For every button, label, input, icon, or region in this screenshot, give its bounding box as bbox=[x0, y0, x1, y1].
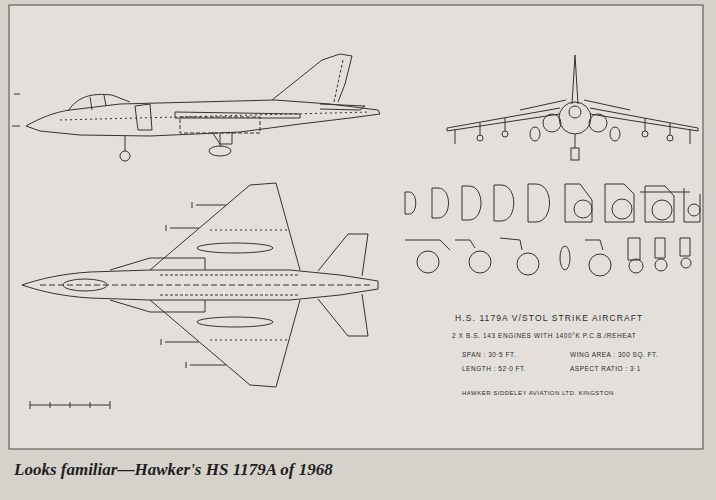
wing-front bbox=[590, 108, 698, 131]
wing-side bbox=[175, 112, 300, 118]
front-view bbox=[447, 55, 698, 160]
section-outline bbox=[640, 186, 690, 222]
main-gear-leg bbox=[220, 134, 221, 147]
dimension-value: SPAN : 30·5 FT. bbox=[462, 351, 516, 358]
section-outline bbox=[628, 238, 640, 260]
side-view bbox=[12, 54, 380, 161]
store-front bbox=[477, 135, 483, 141]
dimension-value: LENGTH : 52·0 FT. bbox=[462, 365, 526, 372]
scale-ticks bbox=[30, 401, 110, 409]
engine-section bbox=[612, 199, 632, 219]
canopy-front bbox=[569, 106, 581, 118]
fin-front bbox=[572, 55, 578, 104]
fin bbox=[272, 54, 352, 102]
wing-structure bbox=[210, 230, 290, 340]
cross-sections bbox=[405, 238, 691, 276]
section-outline bbox=[500, 238, 522, 250]
wing-lower bbox=[150, 300, 300, 387]
section-outline bbox=[462, 186, 481, 220]
tailplane-side bbox=[320, 104, 365, 110]
nozzle bbox=[212, 132, 232, 144]
engine-outline bbox=[160, 275, 300, 295]
engine-section bbox=[688, 204, 700, 216]
section-outline bbox=[455, 240, 475, 248]
company-name: HAWKER SIDDELEY AVIATION LTD. KINGSTON bbox=[462, 390, 614, 397]
wheel-front bbox=[571, 148, 579, 160]
drop-tank bbox=[197, 317, 273, 327]
engine-section bbox=[517, 253, 539, 275]
canopy-frame bbox=[90, 95, 106, 110]
engine-section bbox=[589, 254, 611, 276]
dimension-value: WING AREA : 300 SQ. FT. bbox=[570, 351, 658, 358]
section-outline bbox=[560, 246, 570, 270]
section-outline bbox=[565, 184, 592, 222]
intake bbox=[135, 104, 152, 130]
scale-bar bbox=[30, 401, 110, 409]
intake-front bbox=[589, 114, 607, 132]
section-outline bbox=[432, 188, 449, 218]
section-outline bbox=[684, 188, 700, 222]
nose-wheel bbox=[120, 151, 130, 161]
dimension-value: ASPECT RATIO : 3·1 bbox=[570, 365, 641, 372]
section-outline bbox=[528, 184, 550, 222]
section-outline bbox=[405, 240, 450, 250]
main-wheel bbox=[209, 146, 231, 156]
section-outline bbox=[585, 240, 603, 250]
figure-caption: Looks familiar—Hawker's HS 1179A of 1968 bbox=[14, 461, 333, 480]
engine-section bbox=[655, 259, 667, 271]
store-front bbox=[502, 131, 508, 137]
engine-outline bbox=[180, 117, 260, 133]
fuselage-front bbox=[559, 102, 591, 134]
engine-section bbox=[574, 200, 592, 218]
engine-section bbox=[469, 251, 491, 273]
store-pylon-front bbox=[480, 118, 670, 135]
canopy bbox=[68, 94, 130, 111]
drawing-frame bbox=[9, 5, 703, 449]
section-outline bbox=[655, 238, 665, 258]
section-outline bbox=[494, 185, 514, 221]
gear-pod-front bbox=[530, 127, 540, 141]
engine-section bbox=[681, 258, 691, 268]
section-outline bbox=[605, 184, 634, 222]
drop-tank bbox=[197, 243, 273, 253]
engine-note: 2 X B.S. 143 ENGINES WITH 1400°K P.C.B./… bbox=[452, 332, 636, 339]
store-front bbox=[667, 135, 673, 141]
store-front bbox=[642, 131, 648, 137]
gear-leg-front bbox=[575, 134, 576, 148]
station-mark bbox=[12, 94, 20, 126]
rudder-line bbox=[334, 60, 343, 102]
nose-gear-leg bbox=[125, 136, 126, 151]
engine-section bbox=[417, 251, 439, 273]
gear-pod-front bbox=[610, 127, 620, 141]
centre-line bbox=[40, 285, 370, 286]
outrigger-leg bbox=[455, 129, 690, 144]
intake-front bbox=[543, 114, 561, 132]
wing-upper bbox=[150, 183, 300, 270]
engine-section bbox=[652, 200, 672, 220]
drawing-title: H.S. 1179A V/STOL STRIKE AIRCRAFT bbox=[455, 314, 643, 323]
fuselage-outline bbox=[26, 100, 380, 136]
section-outline bbox=[680, 238, 690, 256]
wing-front bbox=[447, 108, 560, 131]
cross-sections bbox=[405, 184, 700, 222]
engine-section bbox=[629, 259, 643, 273]
fuselage-plan bbox=[22, 270, 378, 300]
datum-line bbox=[60, 112, 370, 120]
section-outline bbox=[405, 192, 416, 214]
plan-view bbox=[22, 183, 378, 387]
